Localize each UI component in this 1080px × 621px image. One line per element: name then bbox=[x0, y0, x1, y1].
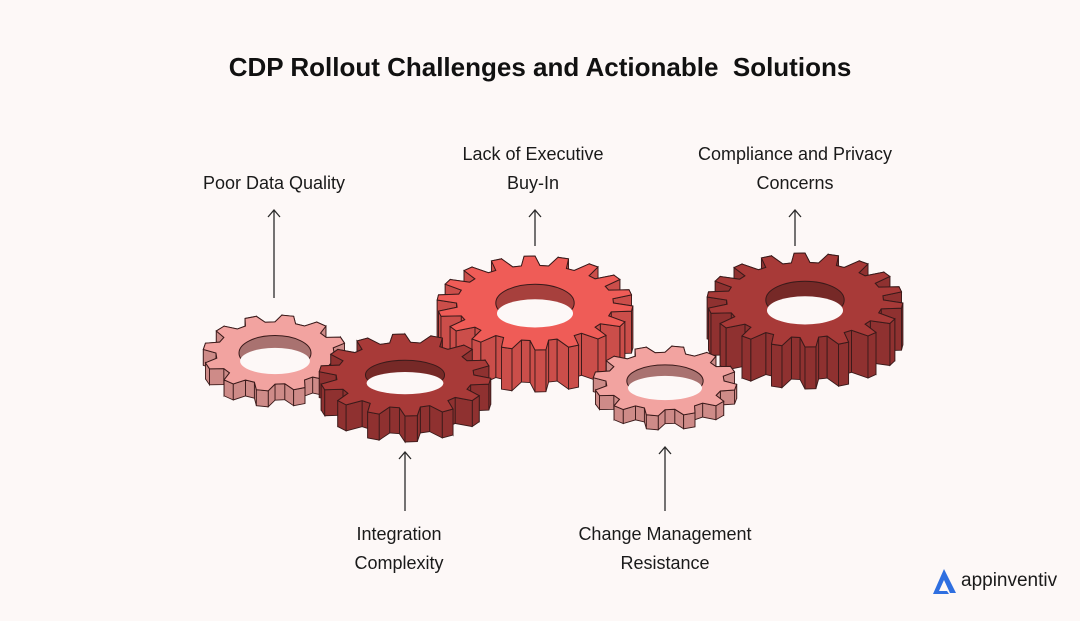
arrow-integration-icon bbox=[398, 451, 412, 511]
gear-integration-icon bbox=[318, 332, 492, 444]
gear-change-management-icon bbox=[592, 345, 738, 431]
label-lack-of-executive-buy-in: Lack of Executive Buy-In bbox=[462, 144, 604, 193]
brand-logo: appinventiv bbox=[930, 567, 1057, 595]
gear-compliance-icon bbox=[706, 252, 904, 390]
arrow-executive-buy-in-icon bbox=[528, 209, 542, 246]
label-change-management: Change Management Resistance bbox=[578, 524, 752, 573]
label-poor-data-quality: Poor Data Quality bbox=[202, 173, 346, 193]
arrow-change-management-icon bbox=[658, 446, 672, 511]
gear-executive-icon bbox=[436, 255, 634, 393]
arrow-compliance-icon bbox=[788, 209, 802, 246]
arrow-poor-data-quality-icon bbox=[267, 209, 281, 298]
brand-name: appinventiv bbox=[961, 570, 1058, 591]
label-compliance-and-privacy: Compliance and Privacy Concerns bbox=[697, 144, 893, 193]
appinventiv-logo-icon bbox=[933, 569, 956, 594]
label-integration-complexity: Integration Complexity bbox=[354, 524, 444, 573]
diagram-title: CDP Rollout Challenges and Actionable So… bbox=[228, 52, 852, 82]
